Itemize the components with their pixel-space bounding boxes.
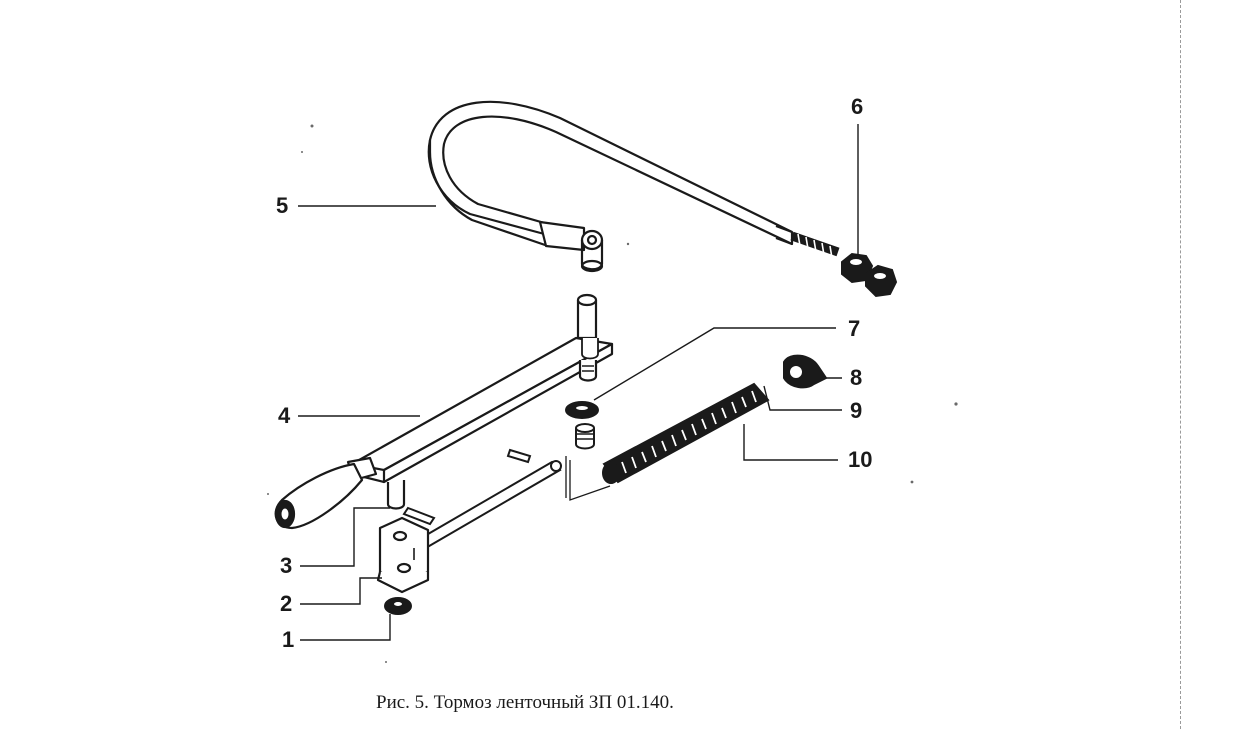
callout-6: 6: [851, 94, 864, 119]
callout-5: 5: [276, 193, 289, 218]
callout-3: 3: [280, 553, 293, 578]
part-4-lever: [274, 293, 614, 530]
part-7-washer: [565, 401, 599, 419]
part-6-nuts: [841, 252, 898, 298]
page-edge-line: [1180, 0, 1181, 729]
callout-1: 1: [282, 627, 295, 652]
figure-caption: Рис. 5. Тормоз ленточный ЗП 01.140.: [376, 692, 674, 713]
spring-seat: [575, 423, 595, 450]
callout-10: 10: [848, 447, 873, 472]
part-1-washer: [384, 597, 412, 615]
part-5-brake-band: [427, 100, 840, 273]
scan-specks: [267, 124, 958, 663]
assembly-lines: [565, 456, 611, 501]
callout-2: 2: [280, 591, 293, 616]
part-2-bracket: [376, 516, 430, 594]
callout-7: 7: [848, 316, 861, 341]
callout-9: 9: [850, 398, 863, 423]
part-10-spring: [602, 382, 770, 484]
axle-pin: [402, 448, 562, 558]
callout-4: 4: [278, 403, 291, 428]
part-8-tab-washer: [783, 354, 828, 389]
callout-8: 8: [850, 365, 863, 390]
leader-lines: [298, 124, 859, 641]
